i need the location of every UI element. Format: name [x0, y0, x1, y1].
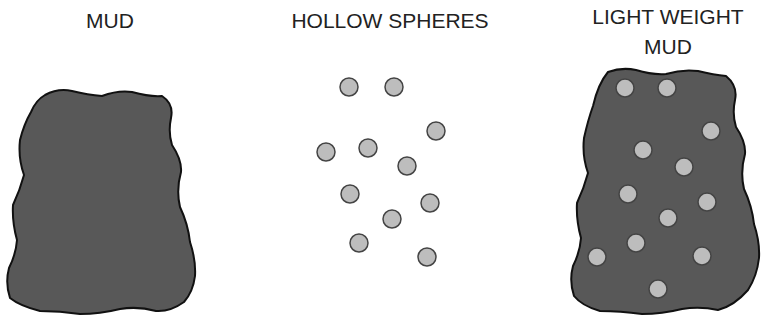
- part-label: MUD: [20, 6, 200, 36]
- hollow-sphere: [398, 157, 416, 175]
- hollow-sphere: [634, 141, 652, 159]
- hollow-sphere: [658, 79, 676, 97]
- hollow-sphere: [659, 209, 677, 227]
- hollow-sphere: [427, 122, 445, 140]
- hollow-sphere: [627, 234, 645, 252]
- hollow-sphere: [340, 78, 358, 96]
- hollow-sphere: [383, 210, 401, 228]
- hollow-sphere: [418, 248, 436, 266]
- hollow-sphere: [359, 139, 377, 157]
- hollow-sphere: [341, 185, 359, 203]
- hollow-sphere: [698, 193, 716, 211]
- part-label: HOLLOW SPHERES: [270, 6, 510, 36]
- hollow-sphere: [350, 234, 368, 252]
- hollow-sphere: [649, 280, 667, 298]
- hollow-sphere: [588, 248, 606, 266]
- mud-blob: [7, 90, 195, 314]
- hollow-sphere: [421, 194, 439, 212]
- hollow-sphere: [616, 79, 634, 97]
- hollow-sphere: [702, 122, 720, 140]
- hollow-sphere: [385, 78, 403, 96]
- hollow-sphere: [693, 247, 711, 265]
- hollow-sphere: [675, 158, 693, 176]
- hollow-sphere: [317, 143, 335, 161]
- hollow-sphere: [619, 185, 637, 203]
- light-weight-mud-blob: [571, 69, 759, 314]
- part-label: LIGHT WEIGHT MUD: [588, 2, 748, 63]
